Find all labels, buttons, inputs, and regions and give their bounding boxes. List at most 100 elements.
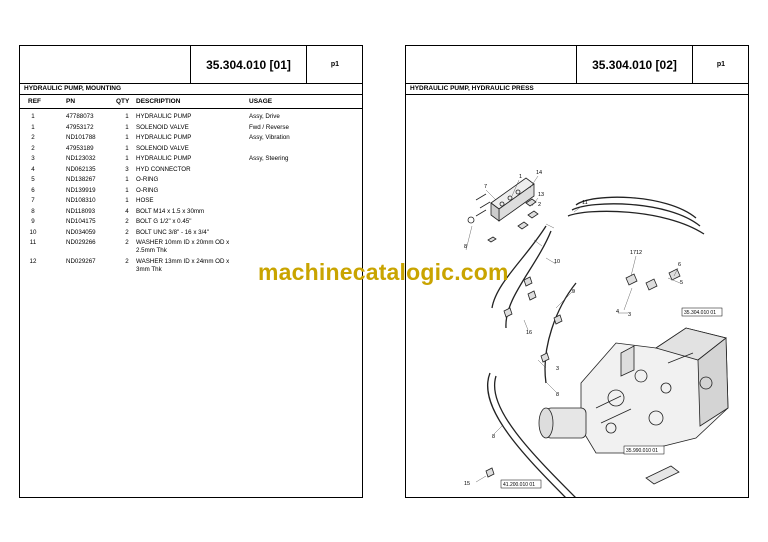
callout-label: 3 [556,366,559,372]
reference-box-label: 35.990.010 01 [626,448,658,454]
pump-assembly [538,327,729,454]
ref-cell: 1 [31,123,35,131]
qty-cell: 2 [125,218,129,225]
ref-cell: 10 [29,228,37,236]
table-row: 1 47953172 1 SOLENOID VALVE Fwd / Reverse [20,124,362,135]
page-header: 35.304.010 [01] p1 [20,46,363,84]
ref-cell: 11 [29,239,37,246]
table-row: 1 47788073 1 HYDRAULIC PUMP Assy, Drive [20,113,362,124]
table-row: 3 ND123032 1 HYDRAULIC PUMP Assy, Steering [20,155,362,166]
section-code: 35.304.010 [01] [191,46,307,83]
callout-label: 5 [680,280,683,286]
callout-label: 15 [464,481,470,487]
reference-box-label: 41.200.010 01 [503,482,535,488]
reference-box-label: 35.304.010 01 [684,310,716,316]
description-cell: HYDRAULIC PUMP [136,155,192,162]
ref-cell: 3 [31,155,35,162]
watermark: machinecatalogic.com [258,259,509,285]
col-qty: QTY [116,98,130,105]
pn-cell: ND123032 [66,155,96,162]
callout-label: 4 [616,309,619,315]
ref-cell: 12 [29,258,37,265]
qty-cell: 4 [125,207,129,215]
description-cell: WASHER 13mm ID x 24mm OD x 3mm Thk [136,258,230,273]
description-cell: HYDRAULIC PUMP [136,113,192,120]
callout-label: 11 [582,200,588,206]
page-header: 35.304.010 [02] p1 [406,46,749,84]
description-cell: HYDRAULIC PUMP [136,134,192,141]
table-header: REF PN QTY DESCRIPTION USAGE [20,95,362,109]
col-pn: PN [66,98,76,105]
diagram-page: 35.304.010 [02] p1 HYDRAULIC PUMP, HYDRA… [405,45,749,498]
description-cell: WASHER 10mm ID x 20mm OD x 2.5mm Thk [136,239,230,254]
callout-label: 16 [526,330,532,336]
qty-cell: 1 [125,123,129,131]
usage-cell: Fwd / Reverse [249,123,289,131]
hoses [487,196,705,497]
callout-label: 7 [484,184,487,190]
description-cell: BOLT G 1/2" x 0.45" [136,218,192,225]
col-usage: USAGE [249,98,273,105]
usage-cell: Assy, Steering [249,155,289,162]
ref-cell: 6 [31,186,35,194]
ref-cell: 8 [31,207,35,215]
pn-cell: ND029267 [66,258,96,265]
reference-box: 35.304.010 01 [681,307,723,317]
ref-cell: 2 [31,134,35,141]
callout-label: 3 [628,312,631,318]
qty-cell: 2 [125,258,129,265]
callout-label: 10 [554,259,560,265]
section-code: 35.304.010 [02] [577,46,693,83]
pn-cell: 47953189 [66,144,94,152]
usage-cell: Assy, Vibration [249,134,290,141]
description-cell: O-RING [136,186,159,194]
pn-cell: ND108310 [66,197,96,204]
page-number: p1 [716,61,726,68]
table-row: 8 ND118093 4 BOLT M14 x 1.5 x 30mm [20,208,362,219]
pn-cell: ND029266 [66,239,96,246]
header-blank-cell [406,46,577,83]
qty-cell: 1 [125,113,129,120]
reference-box: 41.200.010 01 [500,479,542,489]
description-cell: SOLENOID VALVE [136,144,189,152]
pn-cell: 47953172 [66,123,94,131]
usage-cell: Assy, Drive [249,113,280,120]
qty-cell: 1 [125,134,129,141]
col-description: DESCRIPTION [136,98,181,105]
callout-label: 9 [572,289,575,295]
ref-cell: 5 [31,176,35,183]
callout-label: 14 [536,170,542,176]
ref-cell: 7 [31,197,35,204]
qty-cell: 2 [125,228,129,236]
callout-label: 13 [538,192,544,198]
description-cell: BOLT M14 x 1.5 x 30mm [136,207,205,215]
col-ref: REF [28,98,41,105]
description-cell: SOLENOID VALVE [136,123,189,131]
qty-cell: 1 [125,155,129,162]
callout-label: 8 [464,244,467,250]
pn-cell: 47788073 [66,113,94,120]
ref-cell: 1 [31,113,35,120]
pn-cell: ND118093 [66,207,96,215]
section-title: HYDRAULIC PUMP, HYDRAULIC PRESS [406,84,748,95]
description-cell: HYD CONNECTOR [136,165,191,173]
callout-label: 1 [519,174,522,180]
qty-cell: 3 [125,165,129,173]
callout-label: 2 [538,202,541,208]
ref-cell: 9 [31,218,35,225]
pn-cell: ND062135 [66,165,96,173]
manifold-block [467,177,535,224]
callout-label: 17 [630,250,636,256]
description-cell: BOLT UNC 3/8" - 16 x 3/4" [136,228,209,236]
pn-cell: ND138267 [66,176,96,183]
section-title: HYDRAULIC PUMP, MOUNTING [20,84,362,95]
